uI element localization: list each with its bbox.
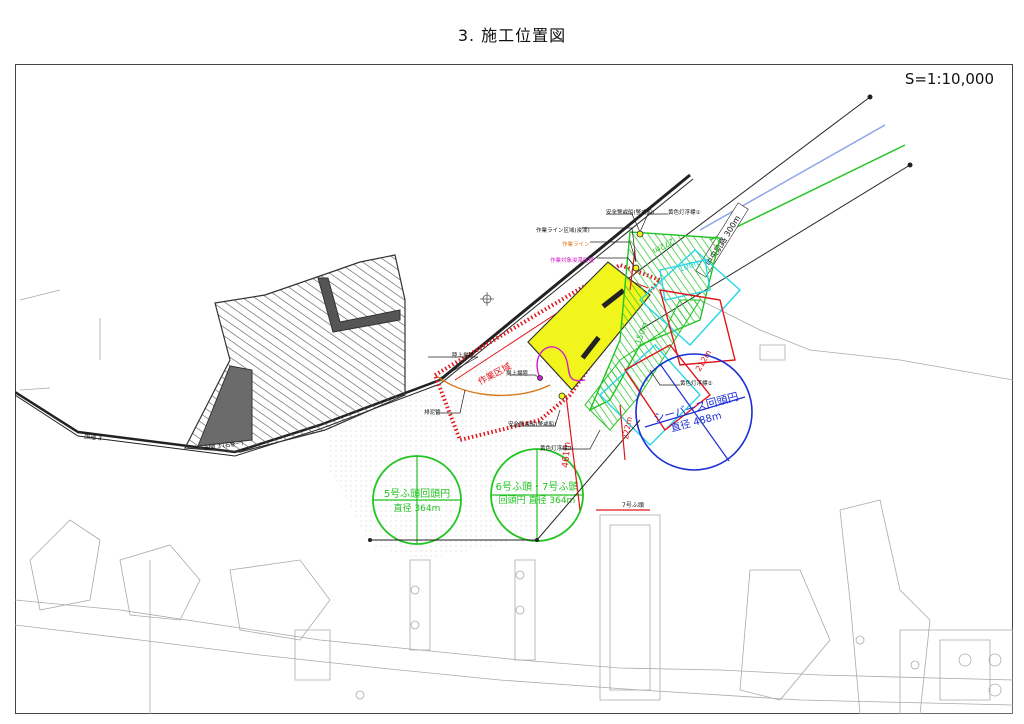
dredge-area-label: 作業対象浚渫区域 <box>550 256 595 264</box>
red-buoy-zones <box>623 289 736 432</box>
buoy-label-3: 黄色灯浮標③ <box>540 444 573 452</box>
map-frame <box>15 64 1013 714</box>
discharge-pipe-label: 排泥管 <box>424 408 441 416</box>
safety-boat-label-1: 安全警戒船(警戒船) <box>606 208 654 216</box>
lay-line-sub-label: 作業ライン区域(浚渫) <box>536 226 590 234</box>
seaberth-turning-circle <box>635 353 753 471</box>
landing-pier-2-label: 揚上揚陸 <box>506 369 529 377</box>
safety-boat-label-2: 安全警戒船(警戒船) <box>508 420 556 428</box>
dark-block <box>197 365 253 447</box>
berth5-diameter-label: 直径 364m <box>394 502 441 514</box>
page-title: 3. 施工位置図 <box>457 26 567 45</box>
discharge-pipe-curve <box>437 376 551 397</box>
seawall-label: 国道 3 <box>84 432 103 442</box>
callout-leaders <box>428 213 680 450</box>
landing-pier-1-label: 陸上揚陸 <box>452 351 475 359</box>
berth5-circle-label: 5号ふ頭回頭円 <box>384 488 450 500</box>
berth7-label: 7号ふ頭 <box>622 502 644 509</box>
berth67-circle-label-a: 6号ふ頭・7号ふ頭 <box>496 481 579 493</box>
scale-label: S=1:10,000 <box>904 70 994 88</box>
buoy-label-1: 黄色灯浮標① <box>668 208 701 216</box>
compass-icon <box>480 292 494 306</box>
dim-212: 212m <box>694 348 713 373</box>
dredge-route-curve <box>536 346 586 382</box>
dredge-dotted-zone <box>330 300 700 560</box>
buoy-label-2: 黄色灯浮標② <box>680 379 713 387</box>
north-jetty <box>439 173 691 382</box>
berth67-circle-label-b: 回頭円 直径 364m <box>499 494 576 506</box>
land-outlines <box>15 289 1013 714</box>
inner-pier <box>317 277 401 333</box>
dim-222: 222m <box>621 416 634 440</box>
lay-line-label: 作業ライン <box>562 240 590 248</box>
work-vessel-icon <box>580 288 626 360</box>
dim-461: 461m <box>561 442 573 469</box>
buoy-icon <box>537 230 644 400</box>
